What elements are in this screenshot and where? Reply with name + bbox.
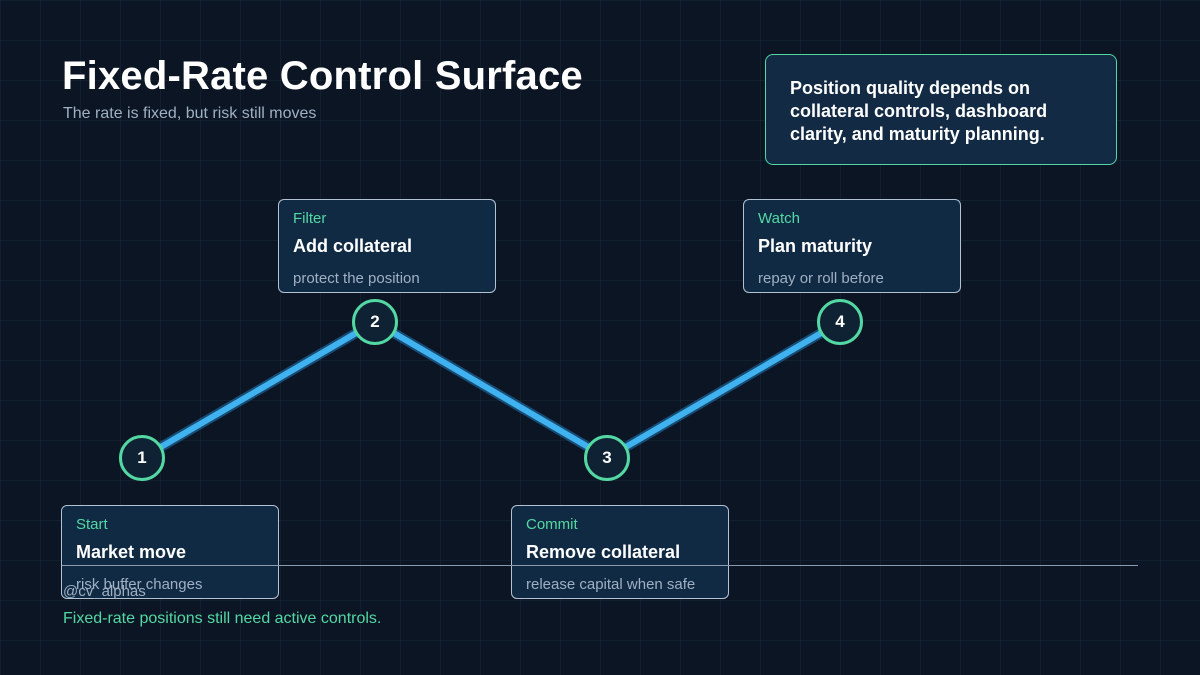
step-card-remove-collateral: Commit Remove collateral release capital… [511,505,729,599]
step-heading: Market move [76,542,187,562]
connector-path [139,319,843,461]
callout-text: Position quality depends on collateral c… [790,78,1048,144]
callout-box: Position quality depends on collateral c… [765,54,1117,165]
step-detail: protect the position [293,270,420,287]
step-kicker: Filter [293,210,327,227]
footer-note: Fixed-rate positions still need active c… [63,610,382,627]
step-heading: Plan maturity [758,236,873,256]
step-detail: risk buffer changes [76,576,203,593]
step-node-3: 3 [584,435,630,481]
page-title: Fixed-Rate Control Surface [62,54,583,98]
step-number: 4 [835,312,845,331]
step-card-market-move: Start Market move risk buffer changes [61,505,279,599]
step-heading: Add collateral [293,236,413,256]
step-card-add-collateral: Filter Add collateral protect the positi… [278,199,496,293]
step-node-2: 2 [352,299,398,345]
step-number: 2 [370,312,380,331]
step-detail: release capital when safe [526,576,696,593]
step-node-1: 1 [119,435,165,481]
step-number: 1 [137,448,147,467]
step-node-4: 4 [817,299,863,345]
step-kicker: Watch [758,210,800,227]
step-number: 3 [602,448,612,467]
step-heading: Remove collateral [526,542,681,562]
author-handle: @cv_alphas [63,583,146,600]
step-kicker: Commit [526,516,578,533]
step-detail: repay or roll before [758,270,884,287]
page-subtitle: The rate is fixed, but risk still moves [63,105,317,122]
step-kicker: Start [76,516,108,533]
footer-divider [62,565,1138,566]
step-card-plan-maturity: Watch Plan maturity repay or roll before [743,199,961,293]
